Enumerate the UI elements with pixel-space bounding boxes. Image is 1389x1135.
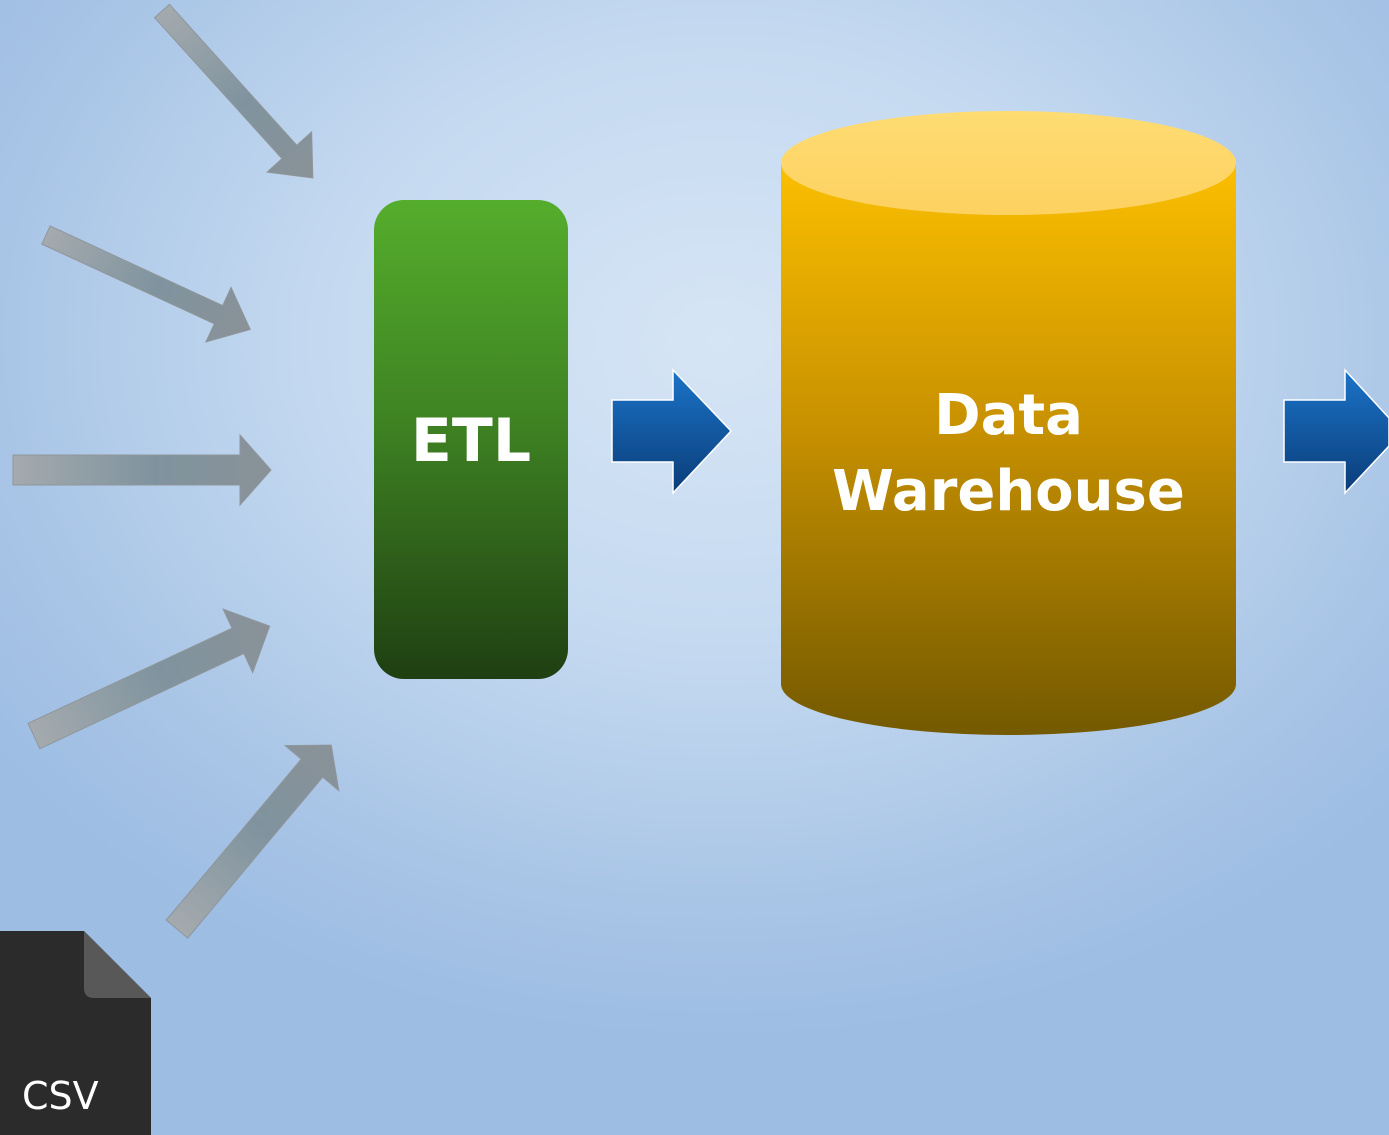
flow-arrow-etl-to-warehouse: [611, 368, 733, 495]
input-arrows: [12, 3, 340, 939]
csv-file-label: CSV: [22, 1074, 99, 1118]
flow-arrow-warehouse-out: [1283, 368, 1389, 495]
csv-file-icon: [0, 931, 151, 1135]
input-arrow-2: [41, 225, 251, 343]
input-arrow-5: [165, 744, 340, 939]
etl-box: [374, 200, 568, 679]
input-arrow-4: [27, 608, 271, 750]
input-arrow-1: [153, 3, 314, 179]
cylinder-top: [781, 111, 1236, 215]
csv-file-fold: [84, 931, 151, 998]
data-warehouse-cylinder: [781, 111, 1236, 735]
cylinder-body: [781, 163, 1236, 735]
input-arrow-3: [12, 433, 272, 507]
